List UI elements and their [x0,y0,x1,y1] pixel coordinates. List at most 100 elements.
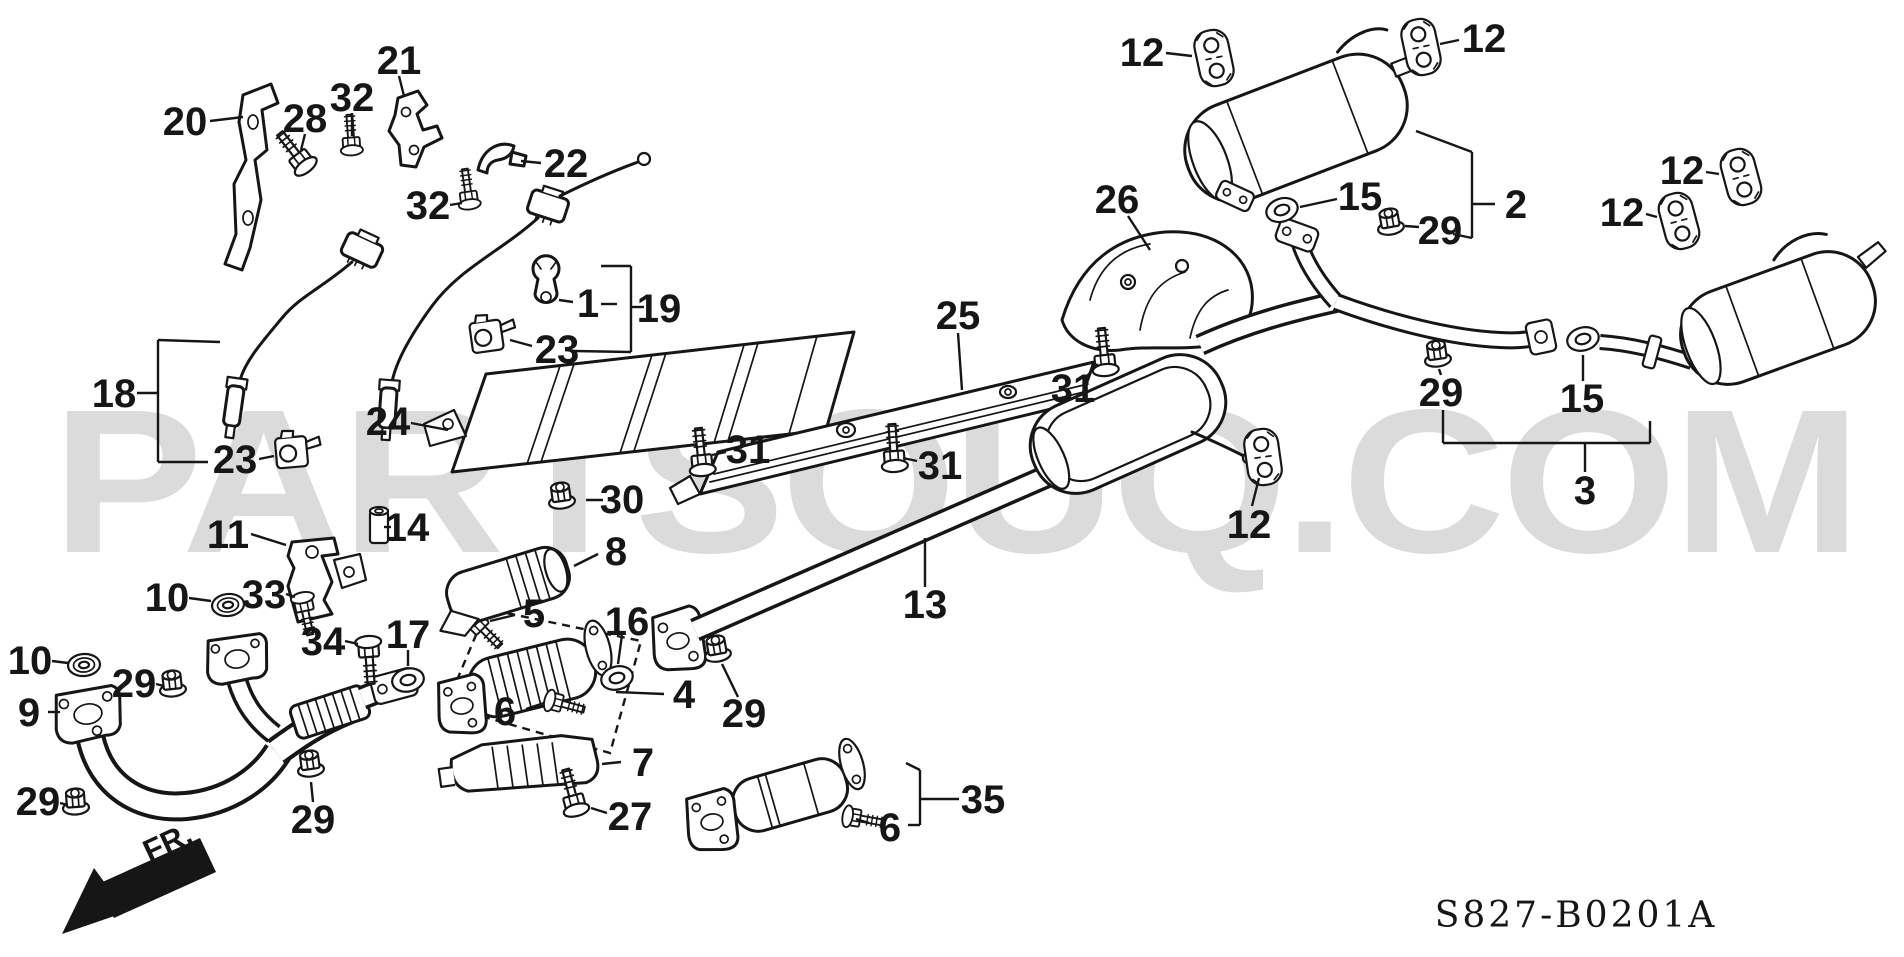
part-number-3-26[interactable]: 3 [1574,469,1596,513]
part-number-33-34[interactable]: 33 [242,573,287,617]
part-number-29-25[interactable]: 29 [1419,371,1464,415]
part-number-32-2[interactable]: 32 [330,76,375,120]
part-2-rear-muffler [1183,27,1422,213]
part-number-13-35[interactable]: 13 [903,583,948,627]
callout-leader-22-4 [520,159,542,165]
callout-leader-10-33 [188,596,212,603]
part-8-converter-shield-upper [439,545,571,637]
part-number-31-22[interactable]: 31 [918,444,963,488]
callout-leader-8-30 [573,552,599,568]
part-35-catalytic-converter-b [685,737,866,852]
callout-leader-5-36 [489,613,516,623]
part-number-1-14[interactable]: 1 [577,282,599,326]
part-number-22-4[interactable]: 22 [544,142,589,186]
part-number-4-42[interactable]: 4 [673,673,696,717]
part-number-8-30[interactable]: 8 [605,530,627,574]
part-number-20-0[interactable]: 20 [163,100,208,144]
part-12-hanger-a [1190,25,1238,91]
part-number-6-43[interactable]: 6 [494,690,516,734]
part-number-24-20[interactable]: 24 [366,400,411,444]
part-18-oxygen-sensor-b [377,151,652,442]
callout-leader-7-45 [601,760,622,766]
part-number-18-18[interactable]: 18 [92,372,137,416]
callout-leader-18-18 [157,338,221,344]
part-9-front-exhaust-pipe [54,632,419,822]
part-number-15-24[interactable]: 15 [1560,377,1605,421]
callout-leader-16-32 [616,634,624,665]
callout-leader-25-16 [956,332,964,391]
part-number-23-19[interactable]: 23 [213,438,258,482]
part-number-32-5[interactable]: 32 [406,184,451,228]
part-number-25-16[interactable]: 25 [936,294,981,338]
part-number-29-11[interactable]: 29 [1418,209,1463,253]
callout-leader-20-0 [209,115,244,123]
part-number-12-7[interactable]: 12 [1462,17,1507,61]
part-number-26-8[interactable]: 26 [1095,178,1140,222]
callout-leader-6-50 [855,817,870,825]
part-3-rear-muffler-rh [1599,232,1887,386]
part-23-clamp-a [467,309,519,355]
part-number-31-23[interactable]: 31 [1051,367,1096,411]
callout-leader-23-17 [509,338,533,348]
part-29-nut-c [156,668,188,699]
part-number-10-39[interactable]: 10 [8,639,53,683]
part-22-hook-stay [476,142,528,175]
part-number-12-6[interactable]: 12 [1120,31,1165,75]
part-number-29-44[interactable]: 29 [722,692,767,736]
callout-leader-4-42 [615,690,665,696]
part-number-11-28[interactable]: 11 [207,513,249,557]
part-number-12-12[interactable]: 12 [1660,149,1705,193]
part-13-exhaust-pipe-b [651,217,1558,672]
callout-leader-21-3 [397,75,406,97]
callout-leader-29-25 [1437,368,1443,376]
part-number-10-33[interactable]: 10 [145,576,190,620]
part-number-30-27[interactable]: 30 [600,478,645,522]
callout-leader-12-12 [1705,170,1720,176]
part-12-hanger-d [1654,188,1704,254]
callout-leader-10-39 [51,659,69,665]
fr-direction-arrow: FR. [62,816,216,934]
part-number-12-13[interactable]: 12 [1600,191,1645,235]
part-number-29-40[interactable]: 29 [112,662,157,706]
callout-leader-31-21 [711,450,727,457]
part-number-31-21[interactable]: 31 [726,428,771,472]
part-number-14-29[interactable]: 14 [385,506,430,550]
parts-layer [54,14,1887,852]
part-14-collar [368,505,390,545]
part-number-21-3[interactable]: 21 [377,39,422,83]
part-number-16-32[interactable]: 16 [605,600,650,644]
part-number-27-48[interactable]: 27 [608,795,653,839]
part-number-17-38[interactable]: 17 [386,613,431,657]
part-number-2-10[interactable]: 2 [1505,183,1527,227]
part-4-catalytic-converter [437,607,643,755]
part-number-15-9[interactable]: 15 [1338,175,1383,219]
part-number-19-15[interactable]: 19 [637,287,682,331]
part-number-6-50[interactable]: 6 [879,806,901,850]
part-number-7-45[interactable]: 7 [632,741,654,785]
part-number-23-17[interactable]: 23 [535,328,580,372]
part-number-29-46[interactable]: 29 [16,780,61,824]
part-21-stay-bracket [387,89,444,169]
callout-leader-29-44 [720,663,740,698]
part-number-9-41[interactable]: 9 [18,691,40,735]
part-number-34-37[interactable]: 34 [301,620,346,664]
callout-leader-12-7 [1439,38,1460,46]
part-number-5-36[interactable]: 5 [523,592,545,636]
callout-leader-29-46 [59,801,69,807]
callout-leader-34-37 [344,639,359,646]
part-number-12-31[interactable]: 12 [1227,503,1272,547]
callout-leader-23-19 [258,454,275,461]
part-number-29-47[interactable]: 29 [291,798,336,842]
part-number-35-49[interactable]: 35 [961,778,1006,822]
callout-leader-31-23 [1086,363,1099,377]
callout-leader-12-13 [1645,212,1658,219]
callout-leader-11-28 [250,532,287,547]
callout-leader-27-48 [590,806,608,815]
part-number-28-1[interactable]: 28 [283,97,328,141]
callout-leader-28-1 [299,133,307,151]
callout-leader-19-15 [573,349,632,354]
part-15-gasket-b [1563,322,1603,356]
part-10-gasket-b [66,651,102,679]
